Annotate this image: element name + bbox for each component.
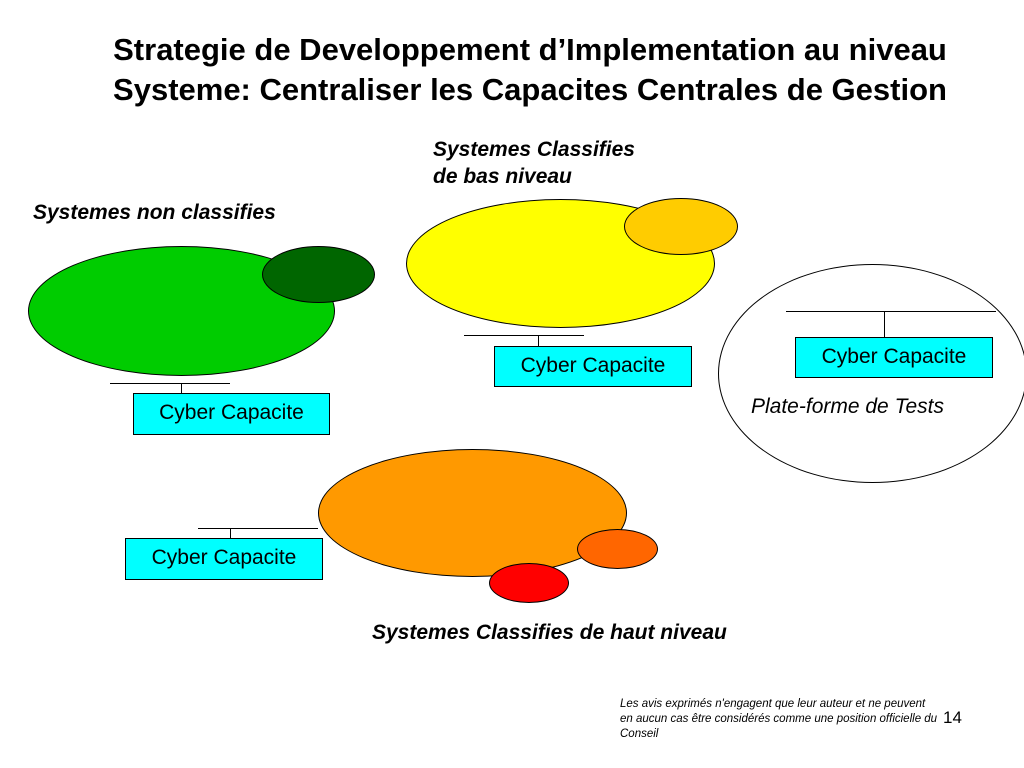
low-classified-label-line-2: de bas niveau — [433, 165, 572, 188]
high-classified-connector — [230, 528, 231, 538]
page-number: 14 — [943, 708, 962, 727]
slide-title: Strategie de Developpement d’Implementat… — [0, 30, 1024, 110]
non-classified-cyber-capacite-box: Cyber Capacite — [133, 393, 330, 435]
high-classified-cyber-capacite-box: Cyber Capacite — [125, 538, 323, 580]
low-classified-connector — [538, 335, 539, 346]
low-classified-label-line-1: Systemes Classifies — [433, 138, 635, 161]
non-classified-bus-line — [110, 383, 230, 384]
high-classified-bus-line — [198, 528, 318, 529]
disclaimer-text: Les avis exprimés n'engagent que leur au… — [620, 698, 938, 740]
high-classified-sub-ellipse-red — [489, 563, 569, 603]
high-classified-main-ellipse — [318, 449, 627, 577]
non-classified-connector — [181, 383, 182, 393]
title-line-2: Systeme: Centraliser les Capacites Centr… — [113, 72, 947, 107]
test-platform-bus-line — [786, 311, 996, 312]
low-classified-label: Systemes Classifies de bas niveau — [433, 136, 635, 190]
low-classified-bus-line — [464, 335, 584, 336]
non-classified-label: Systemes non classifies — [33, 201, 276, 224]
non-classified-sub-ellipse — [262, 246, 375, 303]
high-classified-sub-ellipse-orange — [577, 529, 658, 569]
test-platform-connector — [884, 311, 885, 337]
low-classified-sub-ellipse — [624, 198, 738, 255]
test-platform-label: Plate-forme de Tests — [751, 395, 944, 418]
high-classified-label: Systemes Classifies de haut niveau — [372, 621, 727, 644]
title-line-1: Strategie de Developpement d’Implementat… — [113, 32, 947, 67]
test-platform-cyber-capacite-box: Cyber Capacite — [795, 337, 993, 378]
low-classified-cyber-capacite-box: Cyber Capacite — [494, 346, 692, 387]
